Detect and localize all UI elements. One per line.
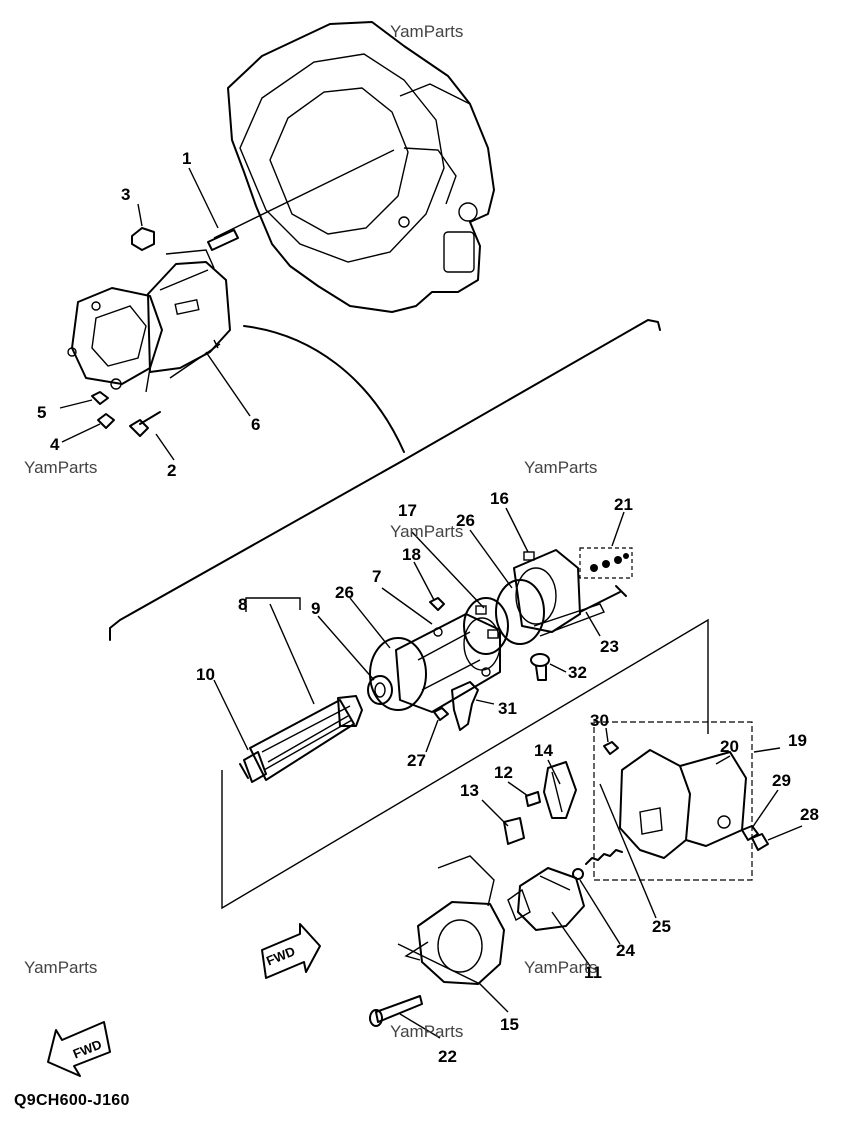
front-cover — [404, 855, 505, 985]
diagram-code: Q9CH600-J160 — [14, 1092, 130, 1109]
callout-3: 3 — [121, 185, 130, 204]
leader-lines — [59, 167, 803, 1039]
watermark-left-lower: YamParts — [24, 958, 98, 977]
callout-27: 27 — [407, 751, 426, 770]
watermark-bottom: YamParts — [390, 1022, 464, 1041]
svg-text:FWD: FWD — [71, 1037, 104, 1062]
nut-29 — [741, 825, 759, 841]
rear-cover — [513, 549, 605, 637]
callout-24: 24 — [616, 941, 635, 960]
o-ring-left — [369, 637, 427, 711]
fwd-arrow-bottom: FWD — [47, 1021, 111, 1077]
callout-21: 21 — [614, 495, 633, 514]
exploded-view-frame — [109, 319, 661, 641]
brush-holder — [463, 597, 509, 655]
nut-30 — [603, 741, 619, 755]
callout-10: 10 — [196, 665, 215, 684]
callout-labels: 1 2 3 4 5 6 7 8 9 10 11 12 13 14 15 16 1… — [37, 149, 819, 1066]
clutch-assembly — [507, 867, 585, 931]
top-fasteners — [91, 227, 239, 437]
spring-and-ball — [572, 849, 623, 880]
callout-20: 20 — [720, 737, 739, 756]
watermark-left-upper: YamParts — [24, 458, 98, 477]
callout-8: 8 — [238, 595, 247, 614]
nut-28 — [751, 833, 769, 851]
callout-4: 4 — [50, 435, 60, 454]
callout-19: 19 — [788, 731, 807, 750]
callout-12: 12 — [494, 763, 513, 782]
callout-6: 6 — [251, 415, 260, 434]
callout-26-upper: 26 — [456, 511, 475, 530]
through-bolts — [579, 585, 627, 613]
nut-27 — [433, 707, 449, 721]
callout-17: 17 — [398, 501, 417, 520]
magnetic-switch — [593, 721, 753, 881]
callout-28: 28 — [800, 805, 819, 824]
callout-23: 23 — [600, 637, 619, 656]
watermark-center: YamParts — [390, 522, 464, 541]
callout-14: 14 — [534, 741, 553, 760]
callout-7: 7 — [372, 567, 381, 586]
callout-22: 22 — [438, 1047, 457, 1066]
watermark-right-lower: YamParts — [524, 958, 598, 977]
bearing — [367, 675, 393, 705]
callout-13: 13 — [460, 781, 479, 800]
callout-2: 2 — [167, 461, 176, 480]
watermark-right-upper: YamParts — [524, 458, 598, 477]
armature — [239, 695, 363, 783]
callout-26-lower: 26 — [335, 583, 354, 602]
crankcase-outline — [213, 21, 495, 313]
nut-18 — [429, 597, 445, 611]
callout-15: 15 — [500, 1015, 519, 1034]
callout-16: 16 — [490, 489, 509, 508]
connector-curve — [243, 325, 405, 453]
callout-1: 1 — [182, 149, 191, 168]
callout-5: 5 — [37, 403, 46, 422]
callout-30: 30 — [590, 711, 609, 730]
callout-9: 9 — [311, 599, 320, 618]
callout-18: 18 — [402, 545, 421, 564]
bracket-armature — [221, 618, 709, 910]
callout-25: 25 — [652, 917, 671, 936]
fwd-arrow-mid: FWD — [261, 923, 321, 979]
starter-motor-assembly — [67, 249, 231, 393]
screw — [530, 653, 550, 681]
clutch-parts — [503, 761, 577, 845]
callout-32: 32 — [568, 663, 587, 682]
callout-11: 11 — [584, 963, 602, 982]
callout-29: 29 — [772, 771, 791, 790]
yoke — [395, 613, 501, 713]
callout-31: 31 — [498, 699, 517, 718]
watermark-top: YamParts — [390, 22, 464, 41]
bracket-31 — [451, 681, 479, 731]
bolt-22 — [369, 995, 423, 1027]
bolt-kit — [579, 547, 633, 579]
